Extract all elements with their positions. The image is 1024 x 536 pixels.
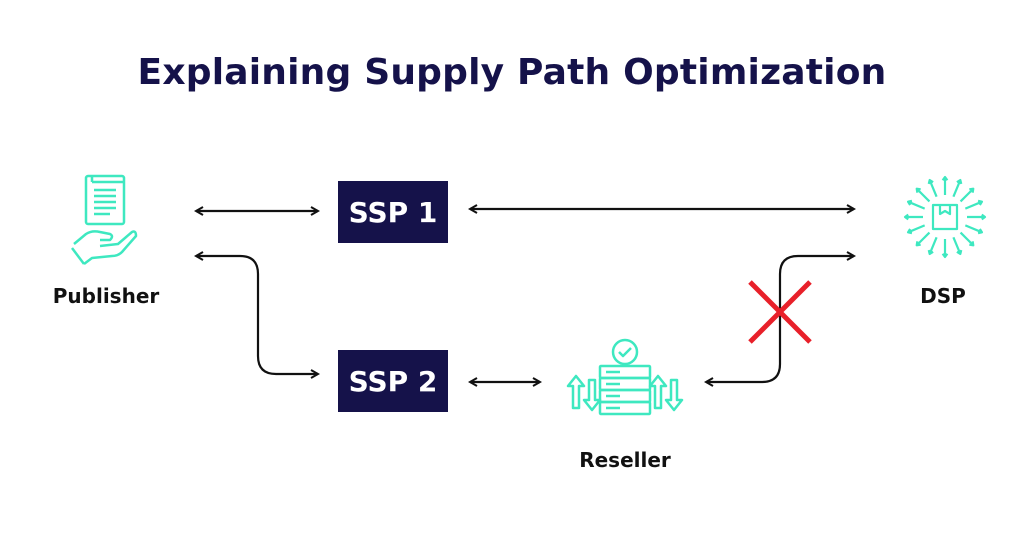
ssp2-box: SSP 2 xyxy=(338,350,448,412)
publisher-label: Publisher xyxy=(52,284,160,308)
reseller-label: Reseller xyxy=(579,448,671,472)
dsp-label: DSP xyxy=(920,284,966,308)
server-check-icon xyxy=(566,338,684,416)
blocked-x-icon xyxy=(748,280,812,344)
document-hand-icon xyxy=(71,174,138,265)
connector-reseller-dsp xyxy=(706,256,854,382)
diagram-title: Explaining Supply Path Optimization xyxy=(137,52,887,93)
ssp2-label: SSP 2 xyxy=(348,364,438,398)
ssp1-box: SSP 1 xyxy=(338,181,448,243)
ssp1-label: SSP 1 xyxy=(348,195,438,229)
connector-publisher-ssp2 xyxy=(196,256,318,374)
box-radiating-icon xyxy=(903,175,987,259)
